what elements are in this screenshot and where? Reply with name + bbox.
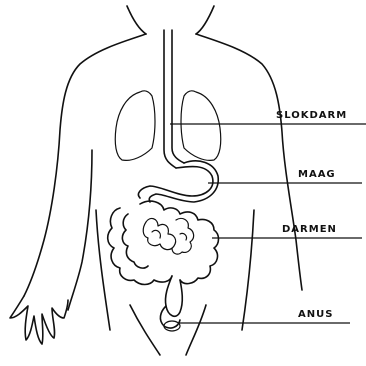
label-anus: ANUS <box>298 309 333 320</box>
intestines <box>108 201 219 331</box>
label-intestines: DARMEN <box>282 224 337 235</box>
lungs <box>115 91 221 161</box>
esophagus <box>164 30 184 168</box>
label-esophagus: SLOKDARM <box>276 110 347 121</box>
label-stomach: MAAG <box>298 169 336 180</box>
body-outline <box>10 6 302 355</box>
left-lung <box>115 91 155 161</box>
right-lung <box>181 91 221 161</box>
stomach <box>138 161 218 202</box>
